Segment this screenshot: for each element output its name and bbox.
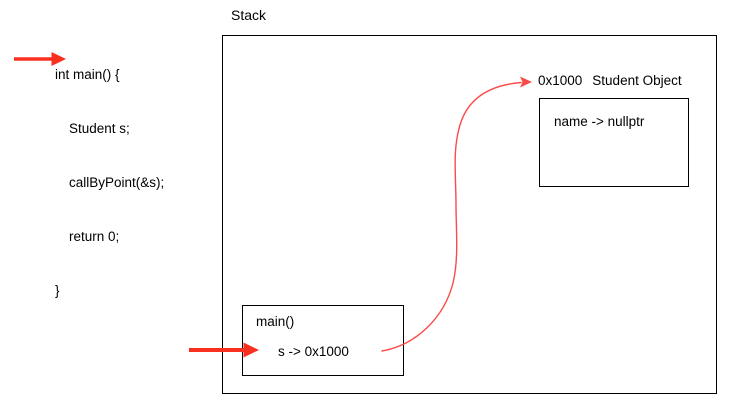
student-object-title: Student Object: [592, 73, 682, 88]
code-line: return 0;: [69, 229, 120, 244]
code-line-current: Student s;: [69, 121, 130, 136]
code-line: int main() {: [55, 67, 120, 82]
code-line: callByPoint(&s);: [69, 175, 165, 190]
student-object-label: 0x1000 Student Object: [538, 73, 682, 88]
student-object-box: name -> nullptr: [539, 98, 689, 187]
main-frame-title: main(): [256, 314, 295, 329]
student-object-address: 0x1000: [538, 73, 583, 88]
code-line: }: [55, 283, 60, 298]
stack-title: Stack: [231, 7, 267, 23]
student-object-field: name -> nullptr: [554, 114, 645, 129]
main-frame-field: s -> 0x1000: [278, 344, 349, 359]
main-frame-box: main() s -> 0x1000: [242, 305, 404, 376]
code-snippet: int main() { Student s; callByPoint(&s);…: [55, 30, 164, 336]
